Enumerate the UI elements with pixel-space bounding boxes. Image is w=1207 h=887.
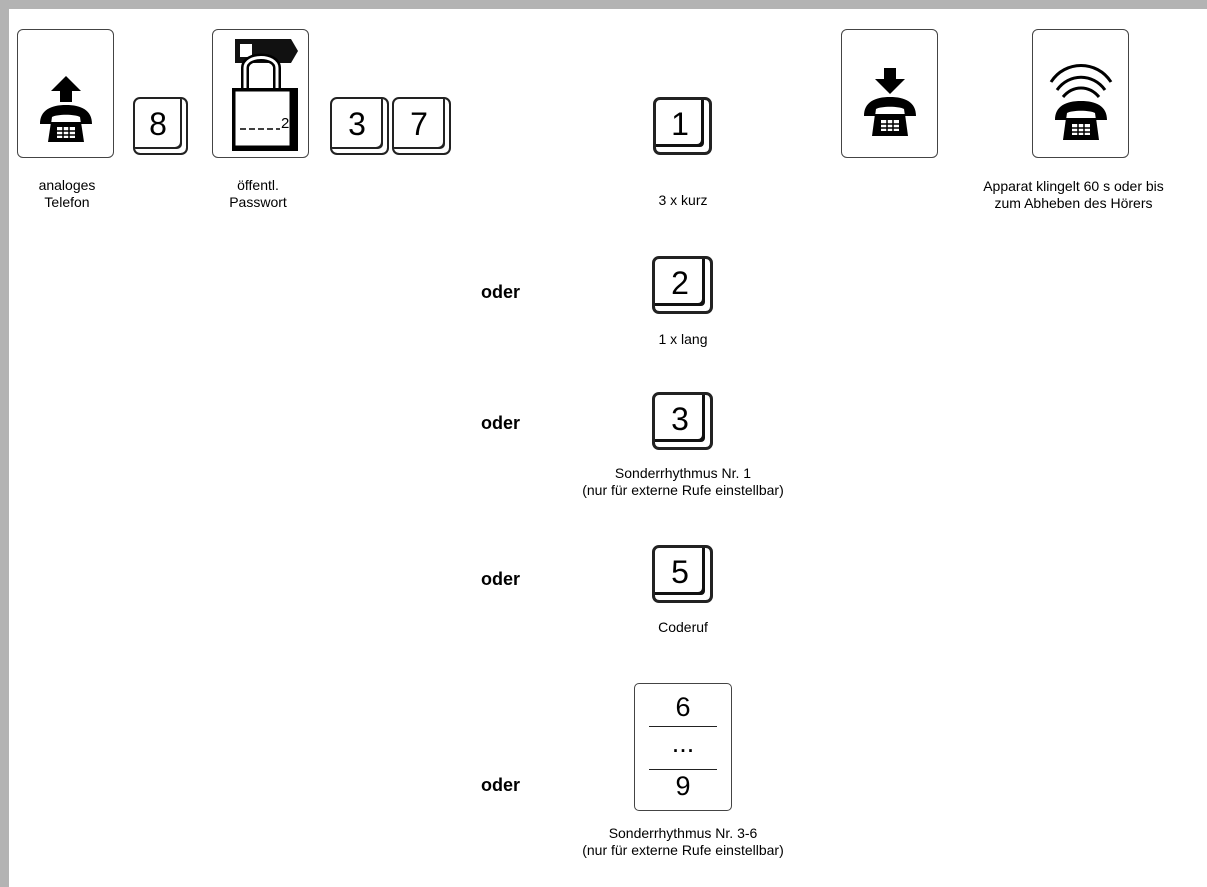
caption-line: Apparat klingelt 60 s oder bis [983,178,1164,194]
caption-line: (nur für externe Rufe einstellbar) [582,842,784,858]
key-range-6-9: 6 ... 9 [634,683,732,811]
caption-line: Sonderrhythmus Nr. 1 [614,465,752,481]
caption-line: (nur für externe Rufe einstellbar) [582,482,784,498]
key-1: 1 [653,97,712,155]
caption-option-5: Coderuf [583,619,783,636]
caption-line: analoges [38,177,96,193]
key-8: 8 [133,97,188,155]
caption-analog-phone: analoges Telefon [22,177,112,211]
key-label: 2 [671,265,689,301]
range-bottom-digit: 9 [675,771,691,801]
phone-ringing-icon [1032,29,1129,158]
page-frame-left [0,0,9,887]
key-label: 3 [671,401,689,437]
range-divider [649,726,717,727]
caption-option-2: 1 x lang [583,331,783,348]
caption-password: öffentl. Passwort [213,177,303,211]
lock-digit: 2 [281,115,289,132]
page-frame-top [0,0,1207,9]
caption-option-1: 3 x kurz [583,192,783,209]
key-label: 8 [149,106,167,142]
range-divider [649,769,717,770]
caption-line: Coderuf [658,619,708,635]
range-ellipsis: ... [671,728,695,758]
key-label: 3 [348,106,366,142]
oder-label-5: oder [481,569,521,589]
handset-hangup-icon [841,29,938,158]
caption-option-3: Sonderrhythmus Nr. 1 (nur für externe Ru… [533,465,833,499]
caption-line: Passwort [229,194,287,210]
key-7: 7 [392,97,451,155]
padlock-password-icon: 2 [212,29,309,158]
caption-line: öffentl. [237,177,279,193]
key-label: 1 [671,106,689,142]
key-label: 7 [410,106,428,142]
key-5: 5 [652,545,713,603]
caption-line: zum Abheben des Hörers [994,195,1153,211]
oder-label-6-9: oder [481,775,521,795]
caption-option-6-9: Sonderrhythmus Nr. 3-6 (nur für externe … [533,825,833,859]
key-label: 5 [671,554,689,590]
caption-line: 3 x kurz [658,192,708,208]
range-top-digit: 6 [675,692,691,722]
key-3-top: 3 [330,97,389,155]
oder-label-2: oder [481,282,521,302]
caption-ringing: Apparat klingelt 60 s oder bis zum Abheb… [946,178,1201,212]
caption-line: Sonderrhythmus Nr. 3-6 [608,825,758,841]
caption-line: 1 x lang [658,331,708,347]
key-2: 2 [652,256,713,314]
key-3: 3 [652,392,713,450]
caption-line: Telefon [44,194,90,210]
oder-label-3: oder [481,413,521,433]
handset-lift-icon [17,29,114,158]
